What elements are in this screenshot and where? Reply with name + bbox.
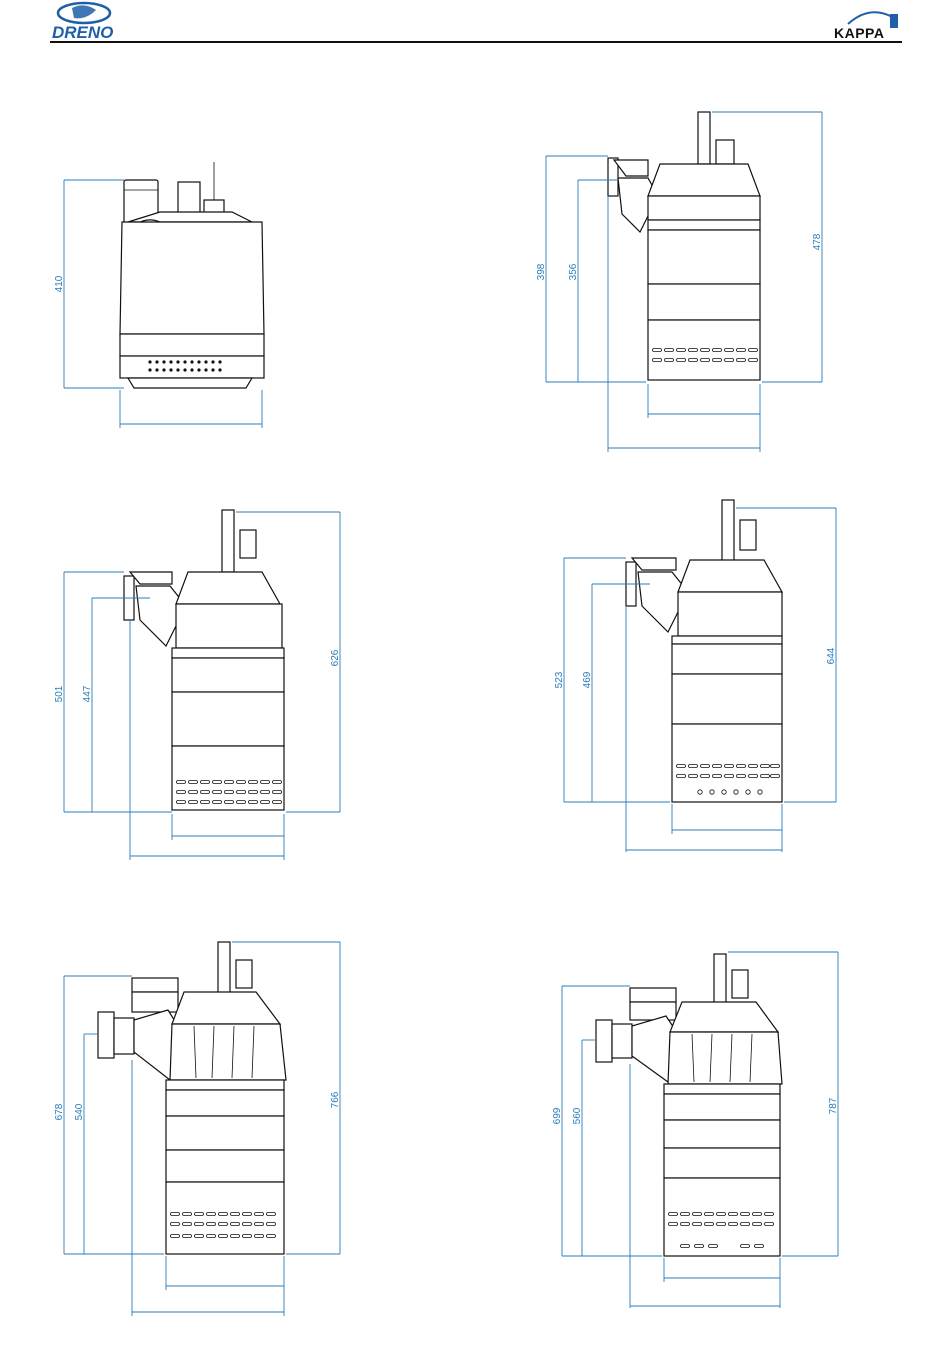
dreno-logo: DRENO	[52, 3, 113, 42]
pump-3-dim-overall-inlet: 501	[54, 685, 65, 702]
pump-drawing-1: 410	[54, 162, 264, 428]
pump-2-dim-overall-inlet: 398	[536, 263, 547, 280]
pump-drawing-6: 699 560 787	[552, 952, 839, 1308]
pump-4-dim-total-height: 644	[826, 647, 837, 664]
pump-3-dim-outlet-height: 447	[82, 685, 93, 702]
pump-3-dim-total-height: 626	[330, 649, 341, 666]
pump-1-dim-height: 410	[54, 275, 65, 292]
pump-drawing-3: 501 447 626	[54, 510, 341, 860]
pump-5-dim-overall-inlet: 678	[54, 1103, 65, 1120]
kappa-logo-text: KAPPA	[834, 25, 884, 41]
pump-drawing-2: 398 356 478	[536, 112, 823, 452]
header: DRENO KAPPA	[50, 3, 902, 42]
pump-6-dim-total-height: 787	[828, 1097, 839, 1114]
pump-6-dim-overall-inlet: 699	[552, 1107, 563, 1124]
pump-drawing-4: 523 469 644	[554, 500, 837, 852]
pump-2-dim-total-height: 478	[812, 233, 823, 250]
pump-4-dim-outlet-height: 469	[582, 671, 593, 688]
pump-6-dim-outlet-height: 560	[572, 1107, 583, 1124]
kappa-logo: KAPPA	[834, 12, 898, 41]
pump-5-dim-outlet-height: 540	[74, 1103, 85, 1120]
kappa-logo-block-icon	[890, 14, 898, 28]
pump-4-dim-overall-inlet: 523	[554, 671, 565, 688]
pump-drawing-5: 678 540 766	[54, 942, 341, 1316]
kappa-logo-arc-icon	[848, 12, 894, 24]
pump-2-dim-outlet-height: 356	[568, 263, 579, 280]
pump-5-dim-total-height: 766	[330, 1091, 341, 1108]
dreno-logo-text: DRENO	[52, 23, 113, 42]
